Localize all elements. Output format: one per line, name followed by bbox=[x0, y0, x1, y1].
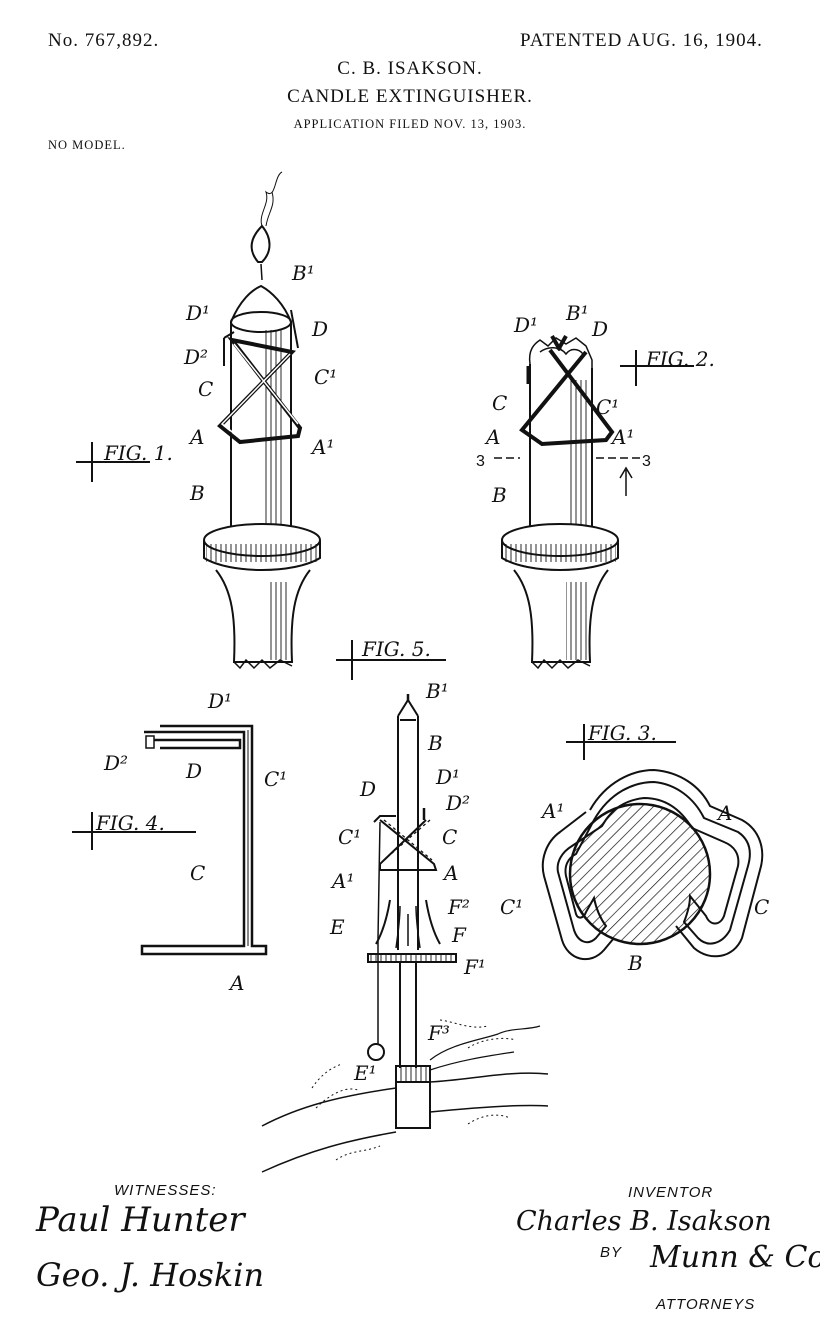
label-fig5-D1: D¹ bbox=[435, 765, 460, 789]
label-fig3-A1: A¹ bbox=[540, 799, 564, 823]
label-fig2-C1: C¹ bbox=[596, 395, 619, 419]
patent-number: No. 767,892. bbox=[48, 30, 160, 51]
label-fig3-C1: C¹ bbox=[500, 895, 523, 919]
label-fig4-D2: D² bbox=[103, 751, 128, 775]
attorney-signature: Munn & Co bbox=[650, 1240, 820, 1275]
figure-4 bbox=[72, 724, 268, 956]
label-fig1-D1: D¹ bbox=[185, 301, 210, 325]
fig1-title: FIG. 1. bbox=[103, 441, 173, 465]
label-fig2-B: B bbox=[491, 483, 507, 507]
label-fig4-D: D bbox=[185, 759, 202, 783]
label-fig1-B1: B¹ bbox=[291, 261, 315, 285]
witnesses-label: WITNESSES: bbox=[114, 1182, 217, 1199]
label-fig2-A1: A¹ bbox=[610, 425, 634, 449]
label-fig3-B: B bbox=[627, 951, 643, 975]
inventor-name: C. B. ISAKSON. bbox=[337, 58, 483, 79]
reference-letters: B¹ D¹ D D² C C¹ A A¹ B D¹ B¹ D C C¹ A A¹… bbox=[103, 261, 769, 1085]
label-fig5-E1: E¹ bbox=[353, 1061, 377, 1085]
label-fig1-D2: D² bbox=[183, 345, 208, 369]
label-fig1-A1: A¹ bbox=[310, 435, 334, 459]
figure-1 bbox=[76, 171, 321, 670]
application-filed: APPLICATION FILED NOV. 13, 1903. bbox=[293, 117, 527, 131]
fig4-title: FIG. 4. bbox=[95, 811, 165, 835]
label-fig1-C: C bbox=[198, 377, 213, 401]
figure-5 bbox=[261, 694, 549, 1173]
figure-3 bbox=[541, 724, 764, 960]
model-note: NO MODEL. bbox=[48, 138, 126, 152]
inventor-label: INVENTOR bbox=[628, 1184, 714, 1201]
label-fig2-A: A bbox=[484, 425, 500, 449]
label-fig4-D1: D¹ bbox=[207, 689, 232, 713]
label-fig5-C: C bbox=[442, 825, 457, 849]
patented-date: PATENTED AUG. 16, 1904. bbox=[520, 30, 763, 51]
witness-signature-2: Geo. J. Hoskin bbox=[36, 1256, 265, 1294]
label-fig4-C1: C¹ bbox=[264, 767, 287, 791]
label-fig2-D1: D¹ bbox=[513, 313, 538, 337]
label-fig2-D: D bbox=[591, 317, 608, 341]
figure-2 bbox=[494, 335, 694, 670]
label-fig5-E: E bbox=[329, 915, 345, 939]
label-fig3-C: C bbox=[754, 895, 769, 919]
fig3-title: FIG. 3. bbox=[587, 721, 657, 745]
label-fig1-D: D bbox=[311, 317, 328, 341]
label-fig5-A1: A¹ bbox=[330, 869, 354, 893]
label-fig4-C: C bbox=[190, 861, 205, 885]
label-fig5-F2: F² bbox=[447, 895, 470, 919]
label-fig5-F3: F³ bbox=[427, 1021, 450, 1045]
label-fig2-section-right: 3 bbox=[642, 453, 651, 470]
label-fig5-F: F bbox=[451, 923, 467, 947]
label-fig5-B1: B¹ bbox=[425, 679, 449, 703]
label-fig1-A: A bbox=[188, 425, 204, 449]
label-fig5-B: B bbox=[427, 731, 443, 755]
fig5-title: FIG. 5. bbox=[361, 637, 431, 661]
label-fig1-B: B bbox=[189, 481, 205, 505]
inventor-signature: Charles B. Isakson bbox=[516, 1206, 772, 1237]
label-fig5-D: D bbox=[359, 777, 376, 801]
label-fig5-A: A bbox=[442, 861, 458, 885]
label-fig5-D2: D² bbox=[445, 791, 470, 815]
label-fig2-C: C bbox=[492, 391, 507, 415]
label-fig5-F1: F¹ bbox=[463, 955, 486, 979]
label-fig2-section-left: 3 bbox=[476, 453, 485, 470]
label-fig5-C1: C¹ bbox=[338, 825, 361, 849]
by-label: BY bbox=[600, 1244, 623, 1261]
label-fig4-A: A bbox=[228, 971, 244, 995]
label-fig3-A: A bbox=[716, 801, 732, 825]
label-fig2-B1: B¹ bbox=[565, 301, 589, 325]
patent-title: CANDLE EXTINGUISHER. bbox=[287, 86, 533, 107]
fig2-title: FIG. 2. bbox=[645, 347, 715, 371]
witness-signature-1: Paul Hunter bbox=[36, 1200, 245, 1240]
label-fig1-C1: C¹ bbox=[314, 365, 337, 389]
attorneys-label: ATTORNEYS bbox=[656, 1296, 756, 1313]
